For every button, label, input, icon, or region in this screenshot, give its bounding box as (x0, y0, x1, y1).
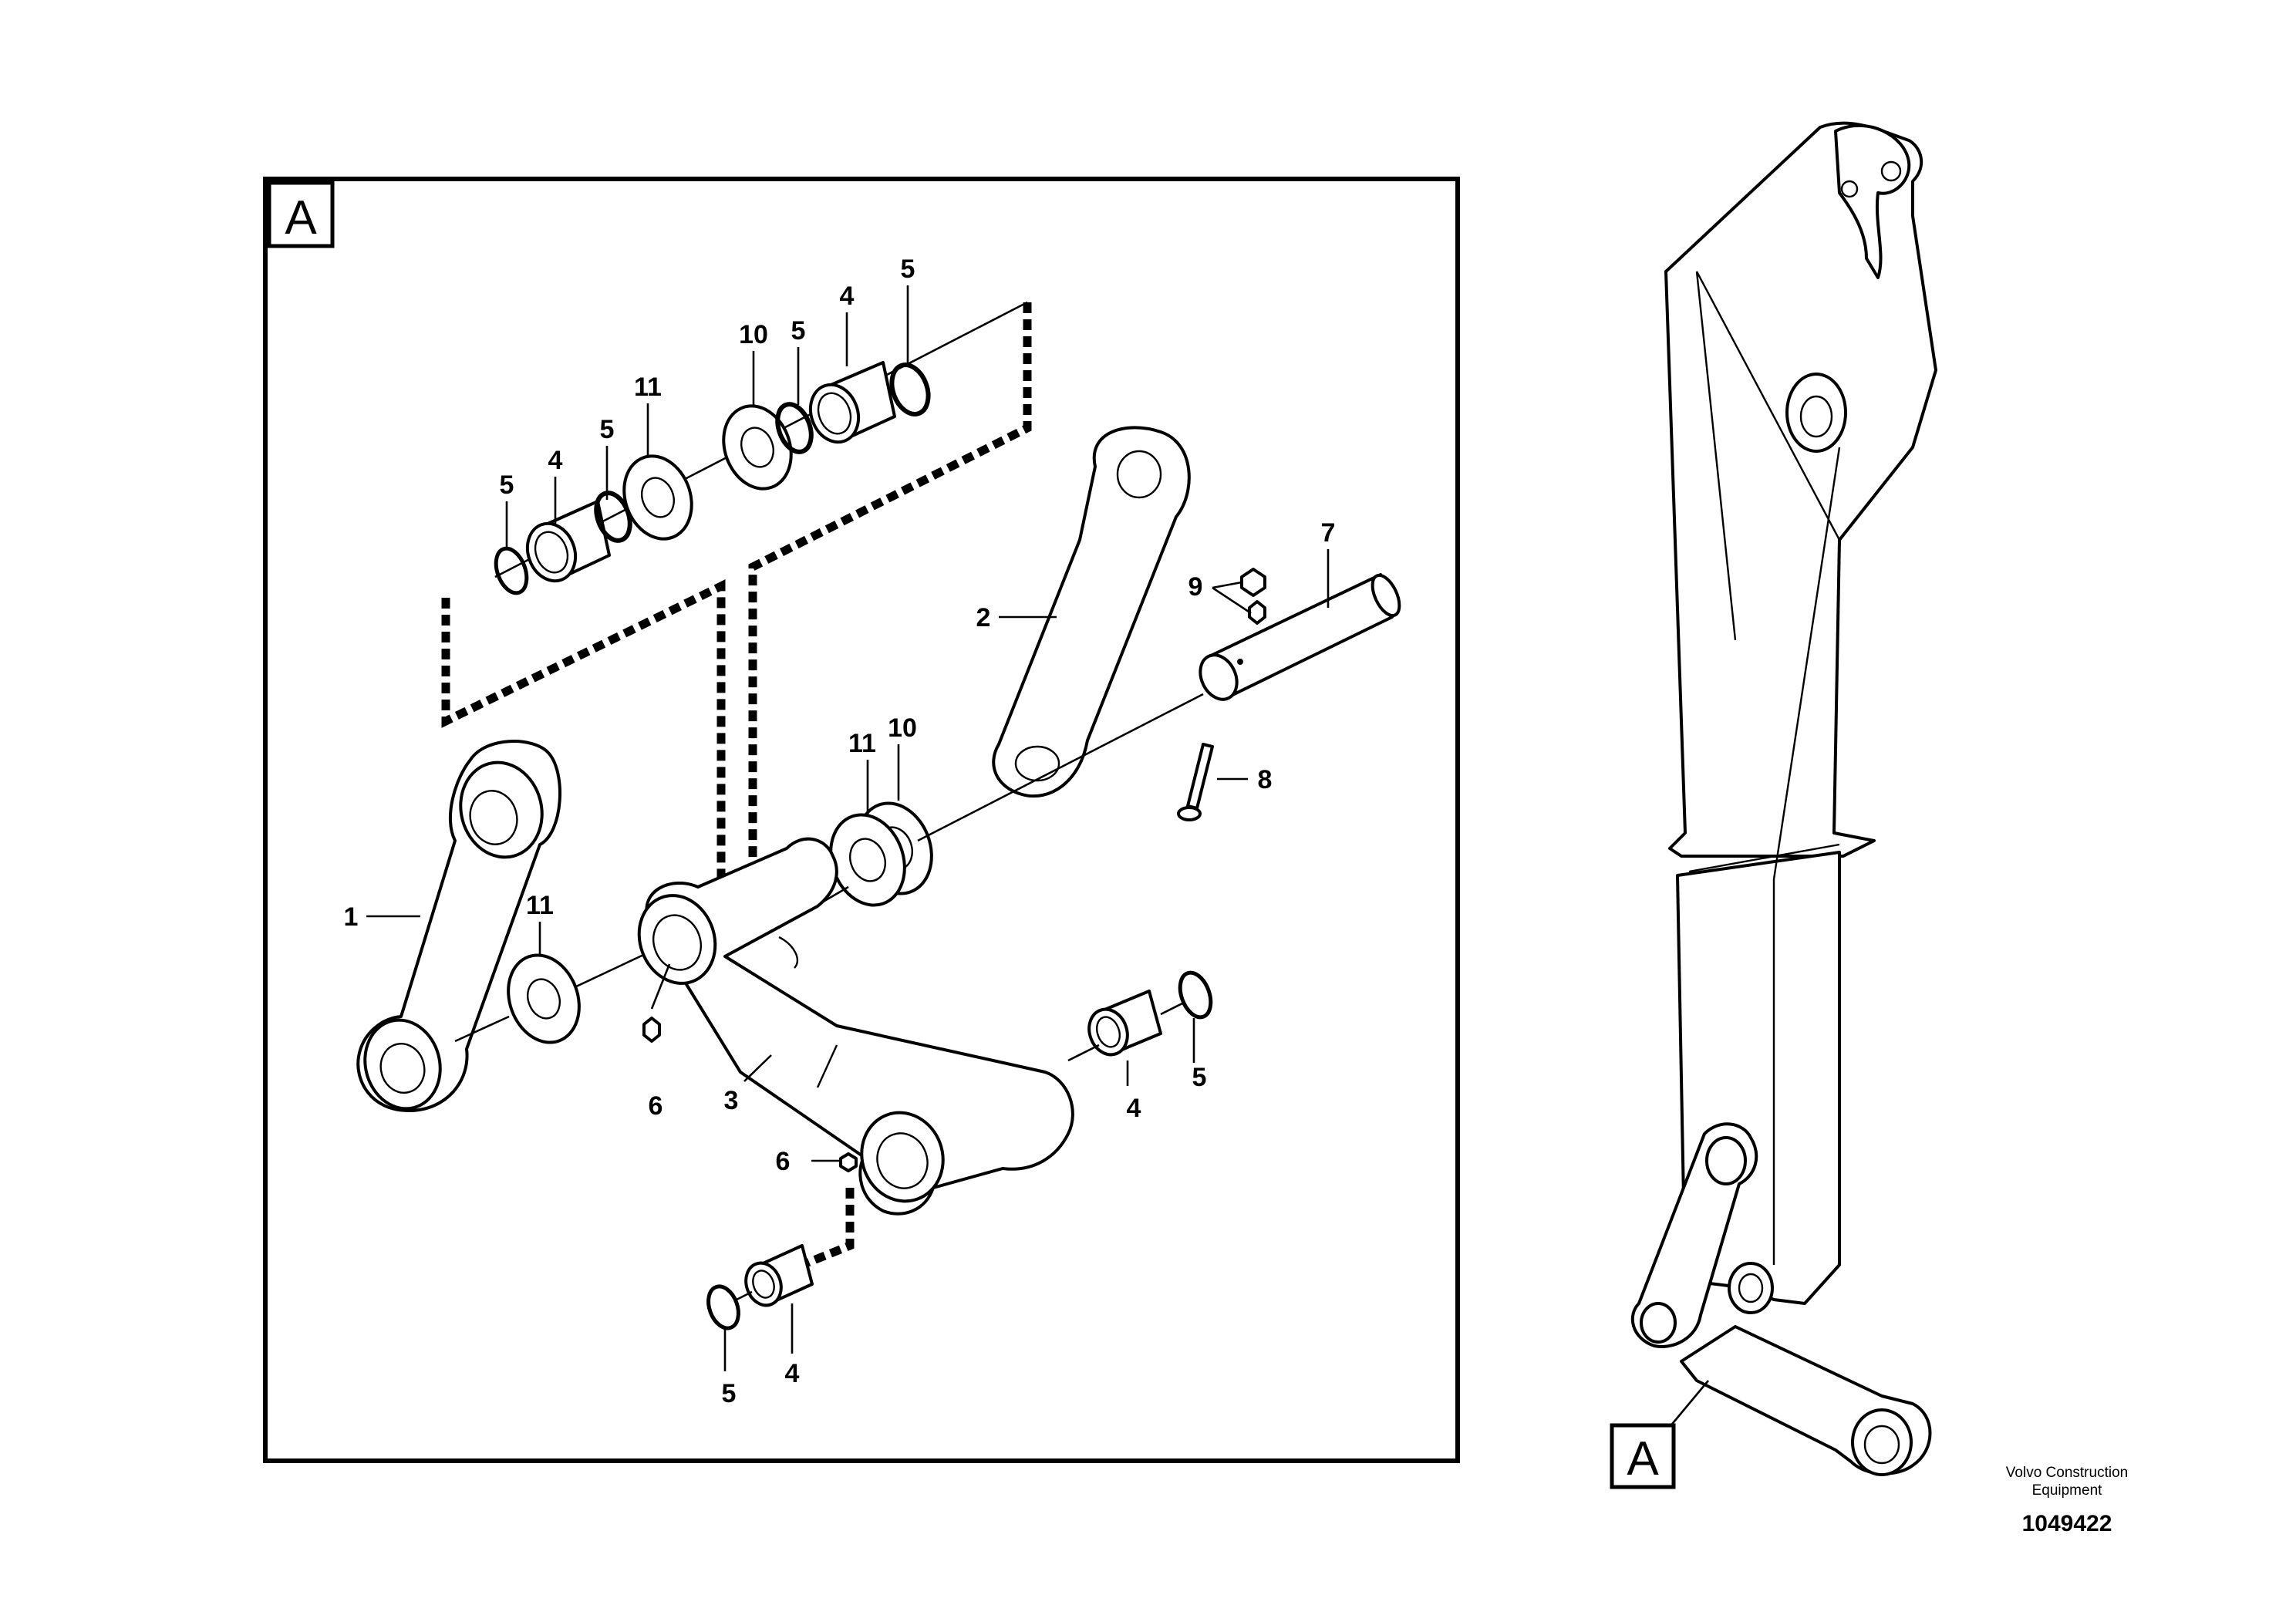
assembly-guide-paths (441, 302, 1032, 1270)
callout-4: 4 (1127, 1094, 1141, 1123)
document-number: 1049422 (2022, 1511, 2112, 1536)
detail-view-a: A (263, 177, 1460, 1463)
bolt-part-8 (1177, 743, 1214, 821)
callout-10: 10 (888, 713, 917, 743)
callout-5: 5 (500, 470, 514, 500)
shim-upper-left (622, 454, 693, 541)
drawing-footer: Volvo Construction Equipment 1049422 (2006, 1465, 2128, 1536)
callout-11: 11 (634, 373, 662, 402)
bushing-right (1087, 970, 1213, 1057)
upper-bushing-group (494, 361, 931, 595)
callout-6: 6 (649, 1091, 663, 1121)
detail-frame (263, 177, 1460, 1463)
callout-7: 7 (1321, 518, 1336, 548)
grease-nipple-6 (642, 1017, 858, 1172)
callout-1: 1 (344, 902, 359, 932)
shim-pair-middle (829, 801, 933, 907)
arm-overview: A (1610, 121, 1937, 1489)
callout-6: 6 (776, 1147, 791, 1176)
callout-5: 5 (791, 316, 806, 346)
callout-5: 5 (901, 255, 915, 284)
manufacturer-line-2: Equipment (2032, 1482, 2103, 1499)
h-link-part-3 (637, 837, 1074, 1216)
arm-body (1664, 121, 1937, 858)
callout-9: 9 (1188, 572, 1203, 602)
manufacturer-line-1: Volvo Construction (2006, 1465, 2128, 1481)
callout-numbers: 5 4 5 11 10 5 4 5 2 9 7 11 10 8 1 11 6 3… (344, 255, 1336, 1408)
detail-view-letter: A (285, 191, 317, 244)
callout-4: 4 (840, 282, 855, 311)
overview-view-tag (1610, 1423, 1676, 1489)
detail-view-tag (267, 180, 335, 248)
snap-ring-upper-left (494, 546, 529, 595)
callout-leaders (366, 285, 1330, 1371)
shim-left (507, 953, 581, 1044)
shim-upper-right (722, 404, 793, 491)
callout-4: 4 (785, 1359, 800, 1388)
snap-ring-bottom (706, 1284, 740, 1330)
callout-2: 2 (976, 603, 991, 632)
snap-ring-right (1178, 970, 1213, 1020)
callout-11: 11 (848, 729, 876, 758)
callout-4: 4 (548, 446, 563, 475)
callout-5: 5 (722, 1379, 737, 1408)
callout-5: 5 (600, 415, 615, 444)
callout-10: 10 (739, 320, 768, 349)
callout-5: 5 (1192, 1063, 1207, 1092)
nut-part-9 (1240, 568, 1266, 625)
bushing-bottom (706, 1244, 814, 1330)
overview-view-letter: A (1627, 1432, 1659, 1485)
callout-11: 11 (526, 891, 554, 920)
link-part-1 (356, 740, 561, 1112)
snap-ring-upper-right (889, 363, 931, 416)
callout-8: 8 (1258, 765, 1273, 794)
pin-part-7 (1199, 573, 1401, 701)
link-part-2 (992, 426, 1191, 798)
snap-ring-upper-center (775, 402, 814, 454)
callout-3: 3 (724, 1086, 739, 1115)
